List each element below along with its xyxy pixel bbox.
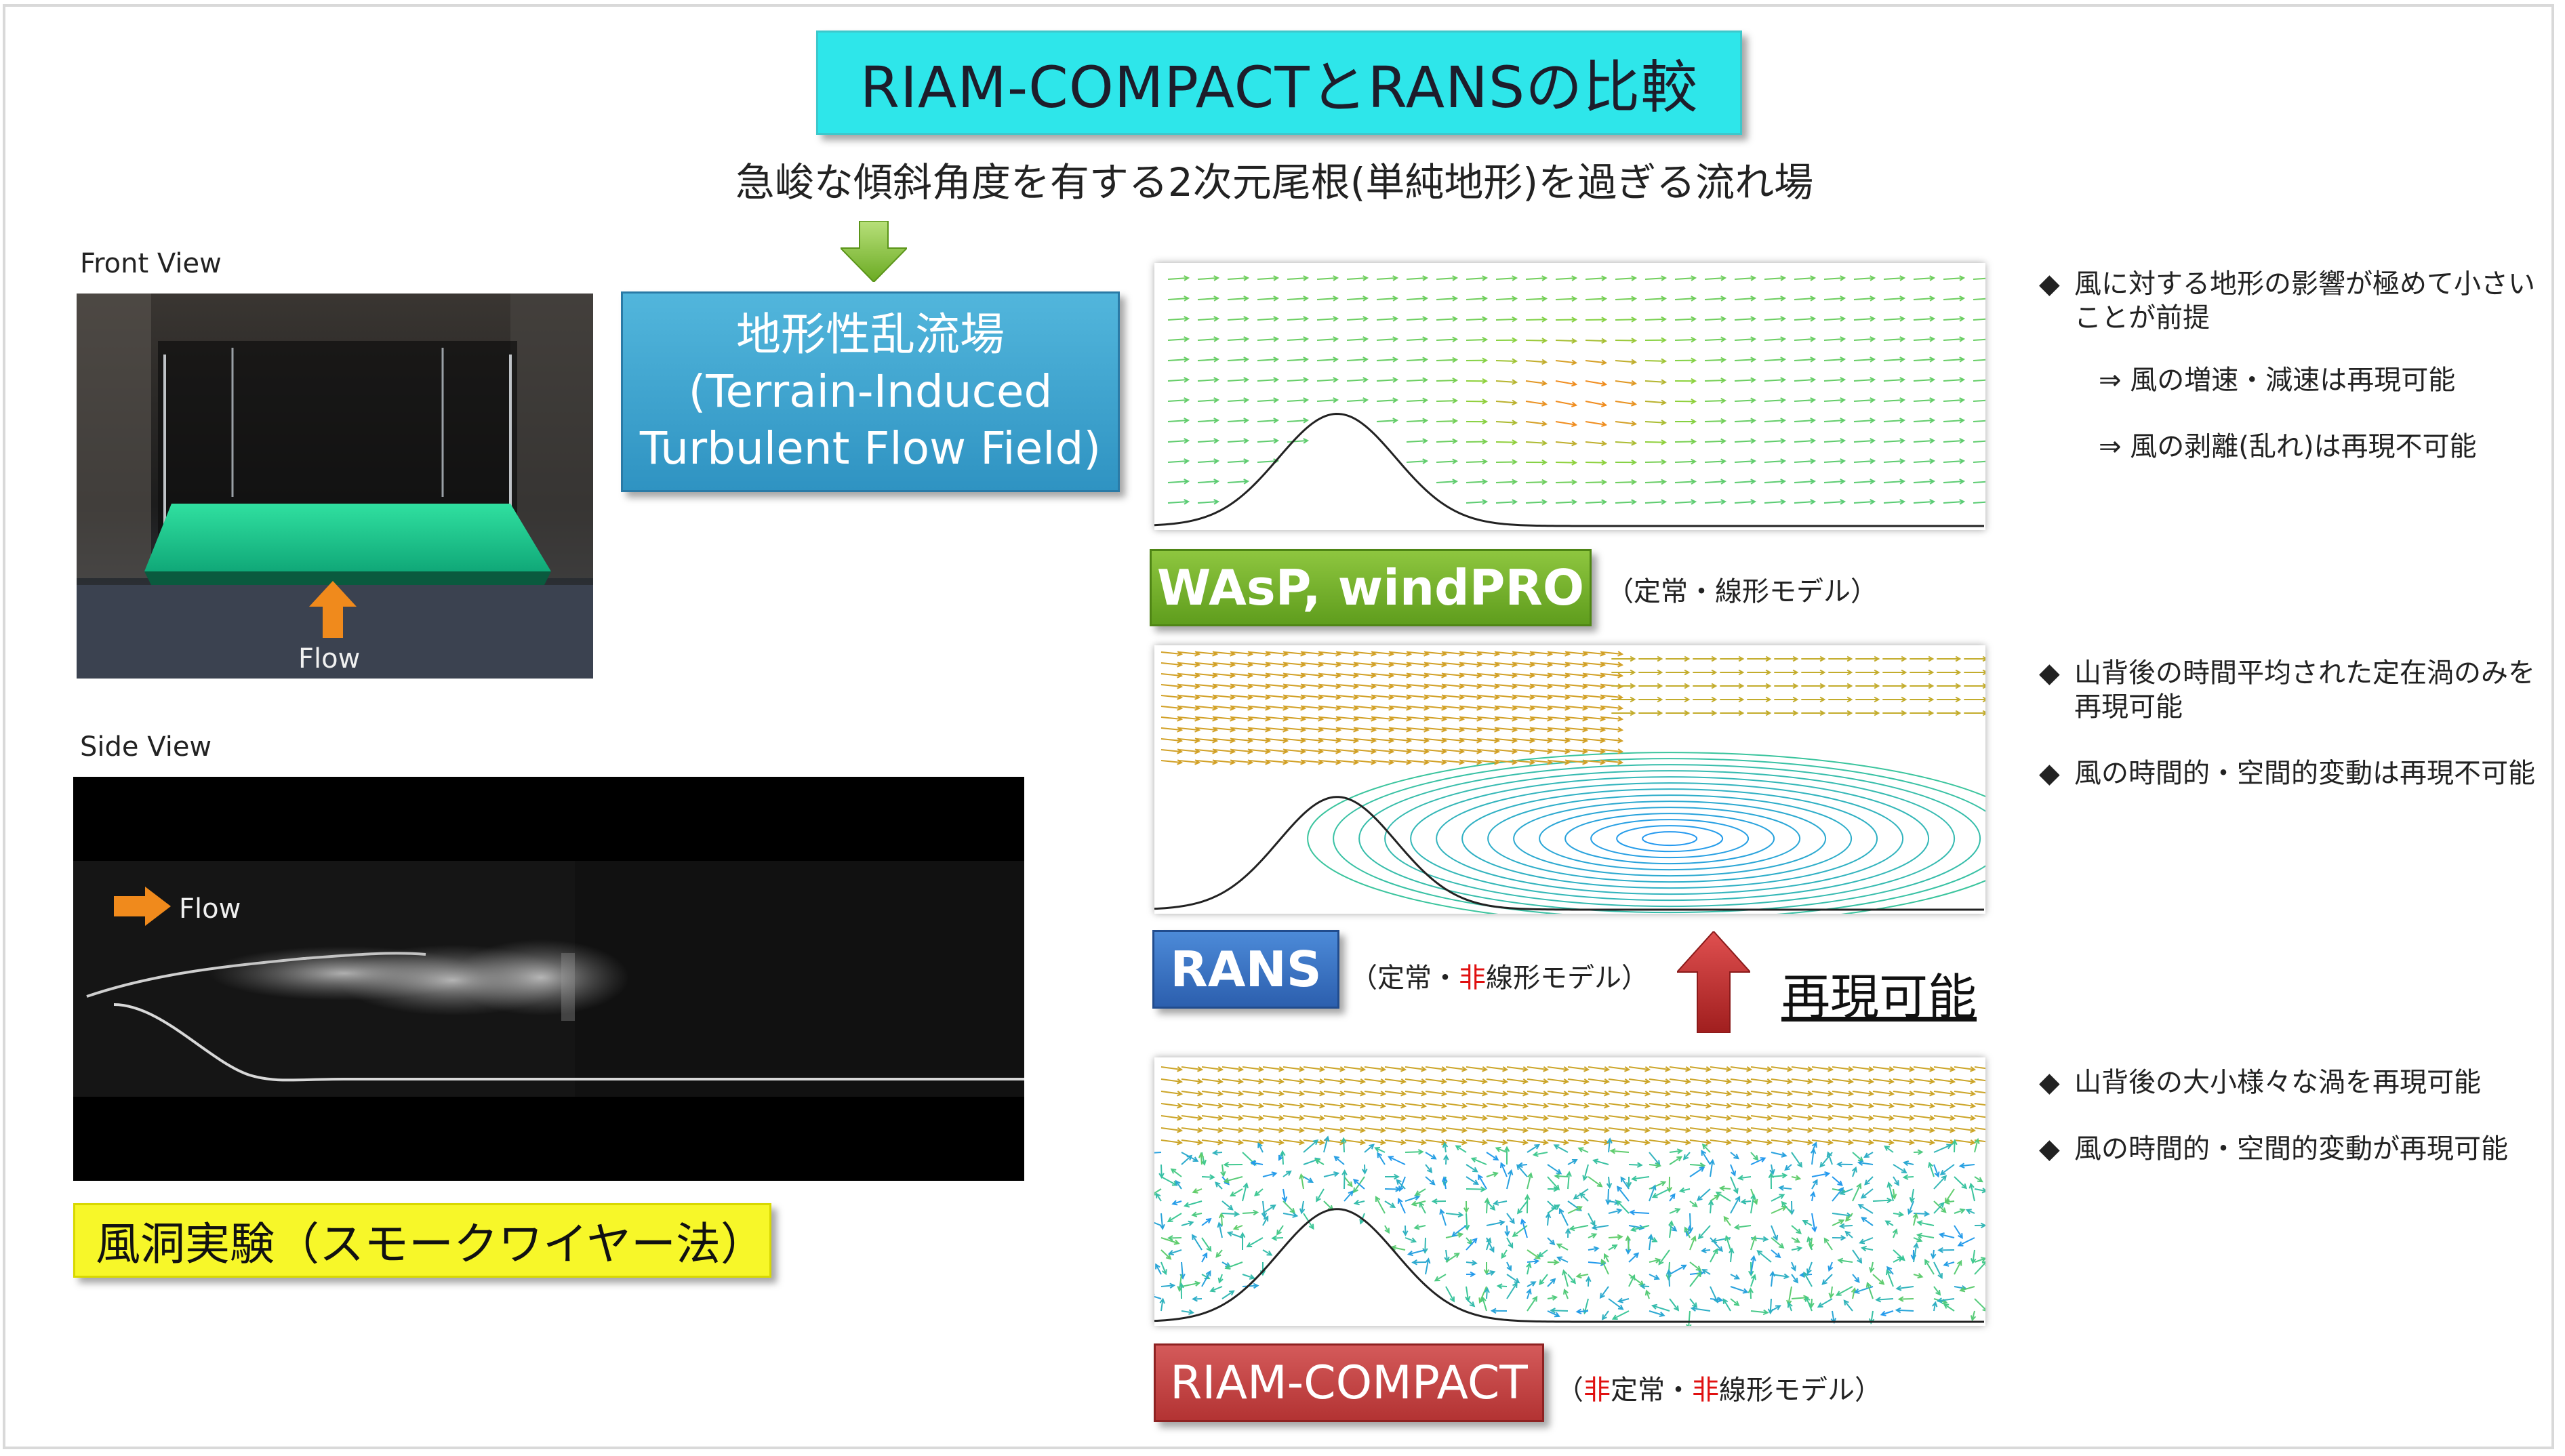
rans-bullet-2: ◆ 風の時間的・空間的変動は再現不可能	[2039, 756, 2541, 790]
riam-bullet-1-text: 山背後の大小様々な渦を再現可能	[2074, 1067, 2481, 1098]
reproducible-label: 再現可能	[1781, 969, 1977, 1026]
riam-type-post: 線形モデル）	[1719, 1375, 1882, 1406]
riam-type-red2: 非	[1692, 1375, 1719, 1406]
diamond-icon: ◆	[2039, 658, 2060, 689]
subtitle: 急峻な傾斜角度を有する2次元尾根(単純地形)を過ぎる流れ場	[735, 159, 1814, 205]
terrain-line1: 地形性乱流場	[736, 308, 1005, 361]
rans-model-type: （定常・非線形モデル）	[1350, 956, 1649, 995]
front-flow-label: Flow	[298, 643, 361, 674]
side-flow-arrow-icon	[114, 887, 171, 926]
rans-type-red: 非	[1459, 963, 1486, 994]
riam-type-mid: 定常・	[1611, 1375, 1692, 1406]
rans-flow-plot	[1154, 645, 1985, 914]
riam-bullets: ◆ 山背後の大小様々な渦を再現可能 ◆ 風の時間的・空間的変動が再現可能	[2039, 1066, 2541, 1198]
page-title: RIAM-COMPACTとRANSの比較	[816, 31, 1742, 135]
riam-model-type: （非定常・非線形モデル）	[1556, 1368, 1882, 1407]
riam-bullet-2: ◆ 風の時間的・空間的変動が再現可能	[2039, 1132, 2541, 1166]
wasp-bullet-sub1: ⇒ 風の増速・減速は再現可能	[2099, 365, 2456, 396]
flow-arrow-icon	[309, 581, 357, 638]
rans-bullet-2-text: 風の時間的・空間的変動は再現不可能	[2074, 758, 2535, 789]
diamond-icon: ◆	[2039, 1133, 2060, 1165]
wasp-model-type: （定常・線形モデル）	[1607, 576, 1878, 607]
diamond-icon: ◆	[2039, 268, 2060, 300]
wasp-bullet-main: ◆ 風に対する地形の影響が極めて小さいことが前提	[2039, 267, 2541, 335]
front-view-label: Front View	[80, 248, 222, 279]
rans-bullet-1-text: 山背後の時間平均された定在渦のみを再現可能	[2074, 658, 2535, 723]
terrain-flow-box: 地形性乱流場 (Terrain-Induced Turbulent Flow F…	[621, 291, 1120, 492]
side-view-photo: Flow	[73, 777, 1024, 1181]
terrain-line3: Turbulent Flow Field)	[639, 422, 1102, 474]
wasp-bullet-main-text: 風に対する地形の影響が極めて小さいことが前提	[2074, 268, 2535, 333]
rans-type-post: 線形モデル）	[1486, 963, 1649, 994]
wasp-model-label: WAsP, windPRO	[1150, 549, 1592, 626]
front-view-photo: Flow	[77, 294, 593, 679]
rans-model-label: RANS	[1152, 930, 1339, 1009]
riam-bullet-1: ◆ 山背後の大小様々な渦を再現可能	[2039, 1066, 2541, 1099]
riam-type-open: （	[1556, 1375, 1583, 1406]
wasp-bullet-sub2: ⇒ 風の剥離(乱れ)は再現不可能	[2099, 431, 2477, 462]
rans-bullet-1: ◆ 山背後の時間平均された定在渦のみを再現可能	[2039, 656, 2541, 724]
wasp-bullets: ◆ 風に対する地形の影響が極めて小さいことが前提 ⇒ 風の増速・減速は再現可能 …	[2039, 267, 2541, 496]
wind-tunnel-label: 風洞実験（スモークワイヤー法）	[73, 1203, 771, 1278]
side-flow-label: Flow	[179, 893, 241, 925]
down-arrow-icon	[841, 221, 907, 282]
up-arrow-icon	[1677, 931, 1750, 1033]
riam-bullet-2-text: 風の時間的・空間的変動が再現可能	[2074, 1133, 2508, 1165]
wasp-flow-plot	[1154, 263, 1985, 530]
terrain-line2: (Terrain-Induced	[688, 365, 1053, 418]
riam-type-red1: 非	[1583, 1375, 1611, 1406]
diamond-icon: ◆	[2039, 1067, 2060, 1098]
riam-flow-plot	[1154, 1057, 1985, 1326]
rans-bullets: ◆ 山背後の時間平均された定在渦のみを再現可能 ◆ 風の時間的・空間的変動は再現…	[2039, 656, 2541, 823]
rans-type-pre: （定常・	[1350, 963, 1459, 994]
diamond-icon: ◆	[2039, 758, 2060, 789]
side-view-label: Side View	[80, 731, 212, 763]
riam-model-label: RIAM-COMPACT	[1154, 1343, 1544, 1422]
